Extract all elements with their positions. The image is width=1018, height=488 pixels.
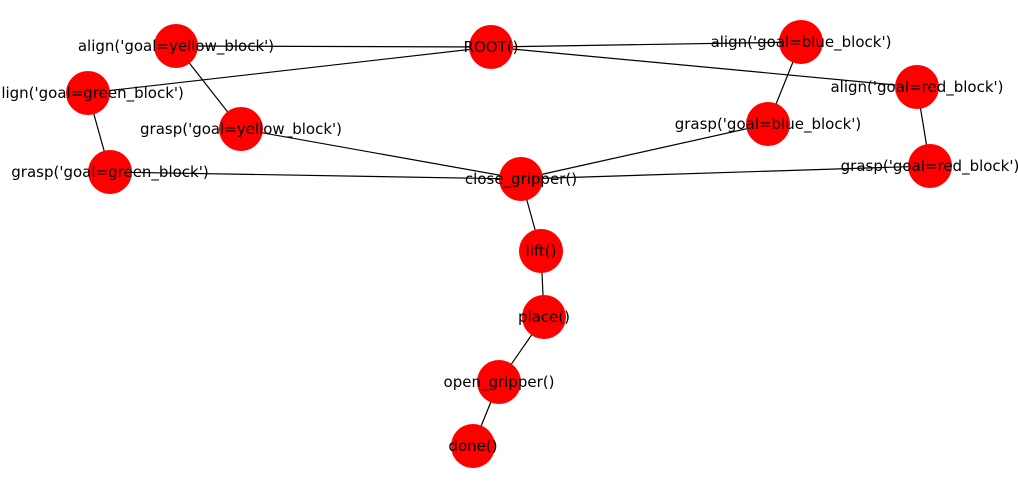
edge-root-align_blue [490,41,802,48]
node-root [469,25,513,69]
node-grasp_yellow [219,107,263,151]
node-label-close_gripper: close_gripper() [465,170,577,189]
node-label-align_red: align('goal=red_block') [830,78,1003,97]
node-align_yellow [154,24,198,68]
edge-grasp_green-close_gripper [109,171,522,180]
node-label-grasp_yellow: grasp('goal=yellow_block') [140,120,342,139]
node-grasp_green [88,150,132,194]
node-grasp_red [908,144,952,188]
node-align_green [66,71,110,115]
node-label-place: place() [518,308,570,326]
node-label-grasp_red: grasp('goal=red_block') [841,157,1018,176]
node-label-grasp_green: grasp('goal=green_block') [11,163,208,182]
node-grasp_blue [746,102,790,146]
node-align_red [895,65,939,109]
node-label-done: done() [448,437,497,455]
node-align_blue [779,20,823,64]
nodes-layer [66,20,952,468]
node-label-align_blue: align('goal=blue_block') [711,33,892,52]
edge-root-align_yellow [175,45,492,48]
node-label-align_green: align('goal=green_block') [0,84,184,103]
edge-root-align_red [490,46,918,88]
edge-grasp_blue-close_gripper [520,123,769,180]
labels-layer: ROOT() align('goal=yellow_block') align('g… [0,33,1018,455]
edge-grasp_yellow-close_gripper [240,128,522,180]
node-open_gripper [477,360,521,404]
edge-root-align_green [87,46,492,94]
node-label-align_yellow: align('goal=yellow_block') [78,37,274,56]
node-done [451,424,495,468]
node-place [522,295,566,339]
edge-grasp_red-close_gripper [520,165,931,180]
node-label-open_gripper: open_gripper() [444,373,555,392]
node-label-grasp_blue: grasp('goal=blue_block') [675,115,862,134]
node-close_gripper [499,157,543,201]
node-lift [519,229,563,273]
node-label-lift: lift() [526,242,557,260]
node-label-root: ROOT() [464,38,519,56]
